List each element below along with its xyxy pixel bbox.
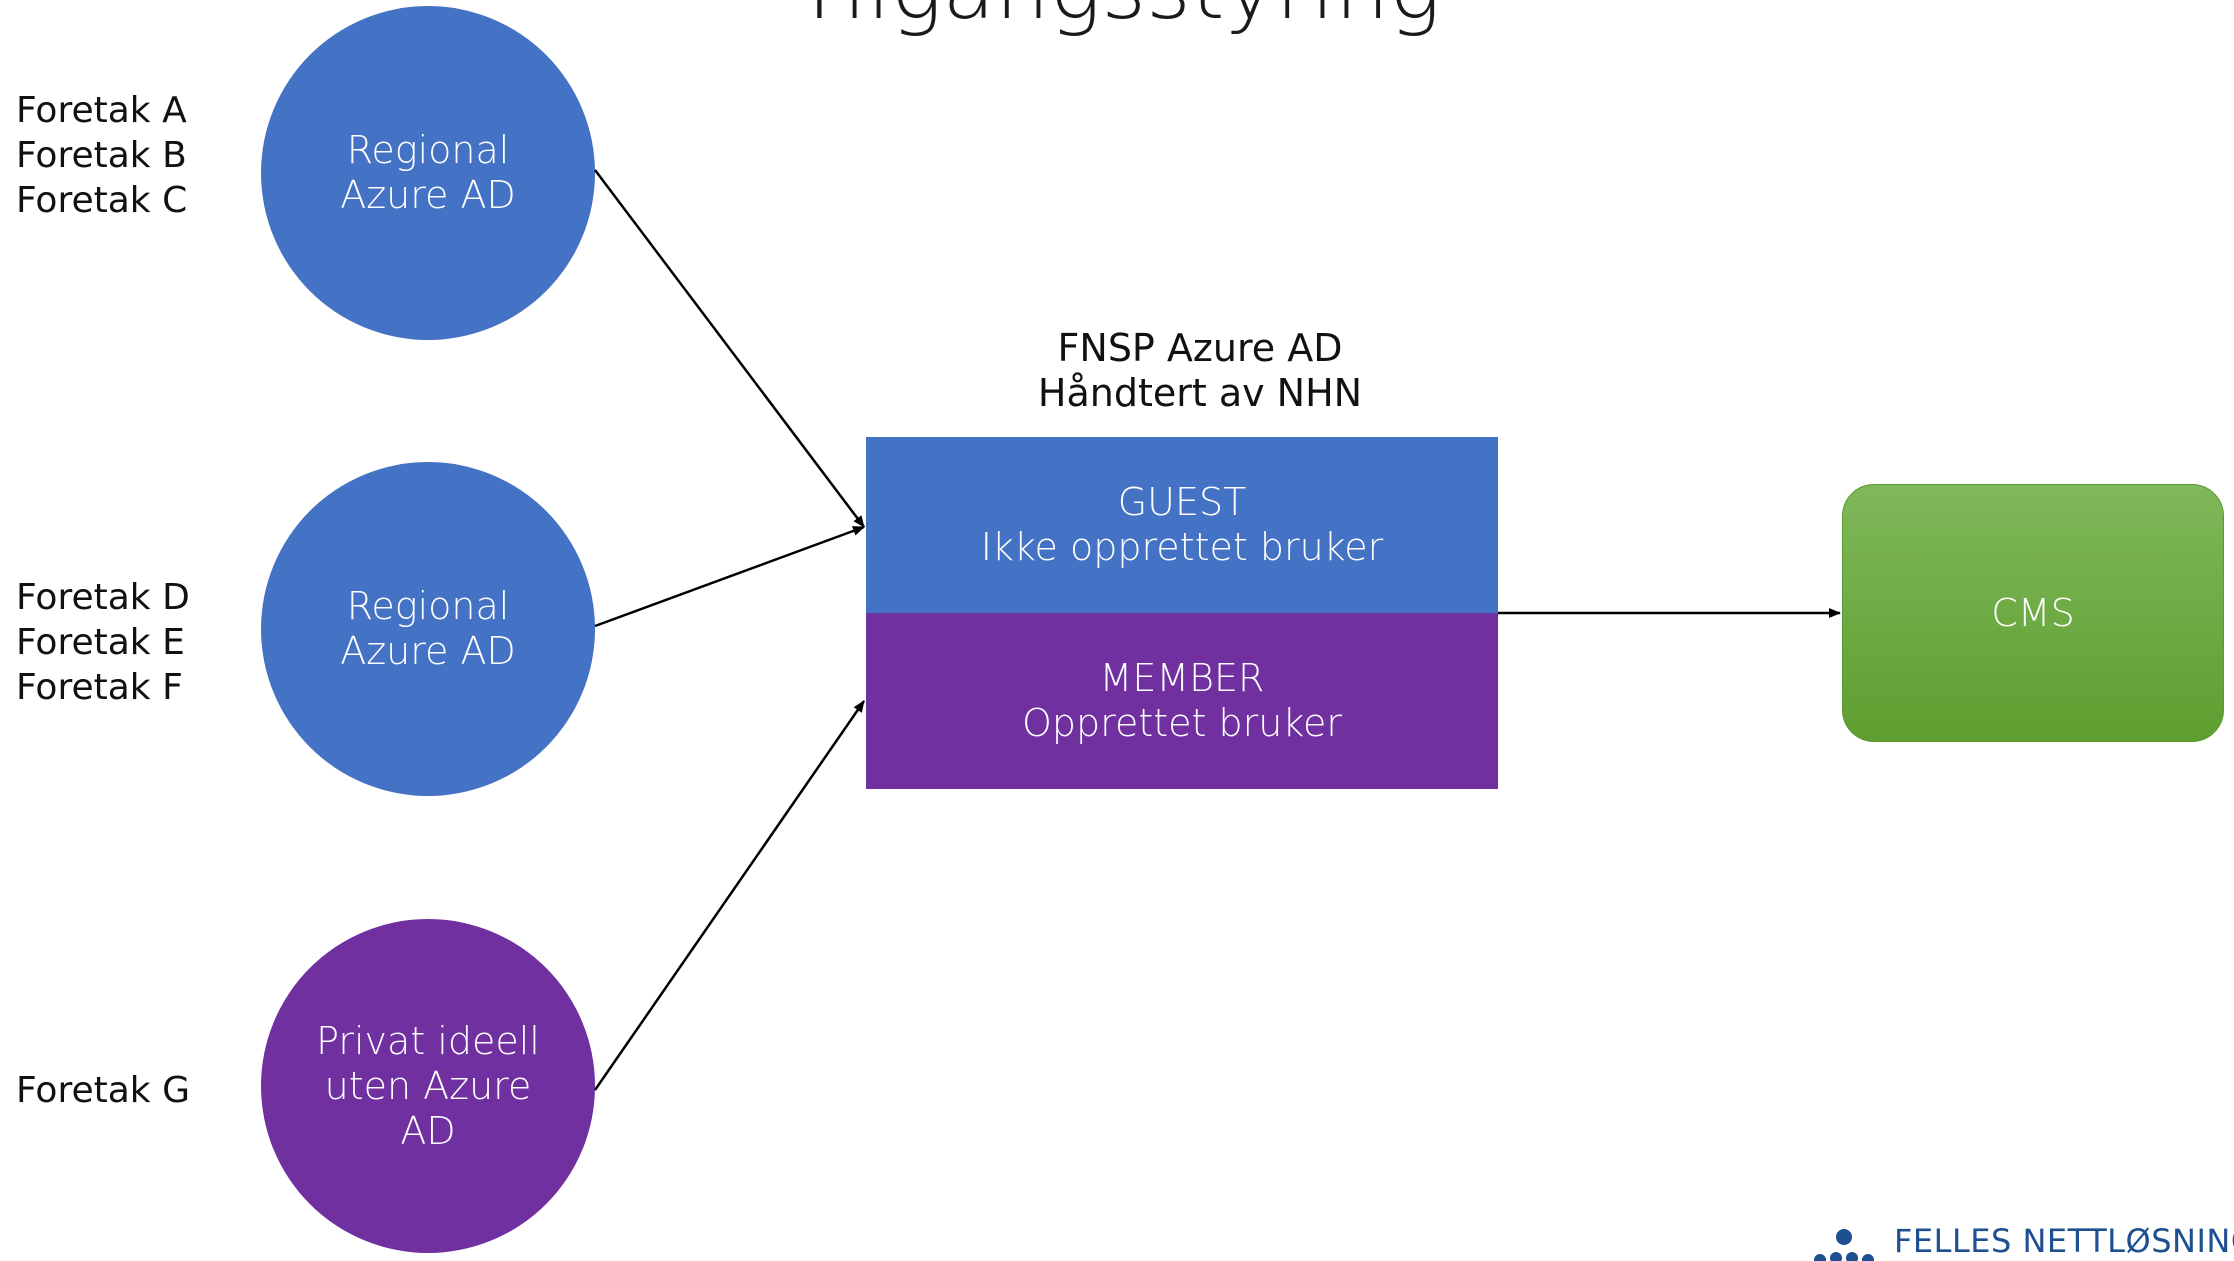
fnsp-label: FNSP Azure AD Håndtert av NHN <box>965 326 1435 416</box>
guest-title: GUEST <box>1117 480 1247 524</box>
arrow-private-to-member <box>593 700 866 1091</box>
guest-subtitle: Ikke opprettet bruker <box>980 525 1384 569</box>
regional-azure-ad-node: Regional Azure AD <box>261 462 595 796</box>
org-label: Foretak G <box>16 1070 190 1111</box>
org-label: Foretak F <box>16 667 183 708</box>
org-label: Foretak A <box>16 90 187 131</box>
org-label: Foretak B <box>16 135 187 176</box>
node-label-line: Privat ideell <box>316 1018 540 1063</box>
member-subtitle: Opprettet bruker <box>1022 701 1342 745</box>
org-label: Foretak E <box>16 622 185 663</box>
org-group-2: Foretak D Foretak E Foretak F <box>16 575 190 710</box>
cms-label: CMS <box>1991 591 2075 635</box>
arrow-regional1-to-guest <box>594 169 865 528</box>
member-box: MEMBER Opprettet bruker <box>866 613 1498 789</box>
private-no-azure-ad-node: Privat ideell uten Azure AD <box>261 919 595 1253</box>
node-label-line: Azure AD <box>340 629 516 673</box>
felles-nettlosning-logo: FELLES NETTLØSNING <box>1806 1222 2234 1261</box>
arrow-regional2-to-guest <box>594 525 865 628</box>
dots-logo-icon <box>1814 1229 1874 1261</box>
regional-azure-ad-node: Regional Azure AD <box>261 6 595 340</box>
node-label-line: Regional <box>346 128 510 172</box>
cms-node: CMS <box>1842 484 2224 742</box>
guest-box: GUEST Ikke opprettet bruker <box>866 437 1498 613</box>
org-group-1: Foretak A Foretak B Foretak C <box>16 88 187 223</box>
member-title: MEMBER <box>1099 656 1265 700</box>
org-group-3: Foretak G <box>16 1068 190 1113</box>
node-label-line: Regional <box>346 584 510 628</box>
org-label: Foretak C <box>16 180 188 221</box>
fnsp-label-line: Håndtert av NHN <box>1037 371 1363 415</box>
logo-text: FELLES NETTLØSNING <box>1894 1222 2234 1260</box>
node-label-line: Azure AD <box>340 173 516 217</box>
fnsp-label-line: FNSP Azure AD <box>1057 326 1343 370</box>
org-label: Foretak D <box>16 577 190 618</box>
node-label-line: AD <box>400 1108 456 1153</box>
page-title: Tilgangsstyring <box>0 0 2234 37</box>
node-label-line: uten Azure <box>324 1063 532 1108</box>
